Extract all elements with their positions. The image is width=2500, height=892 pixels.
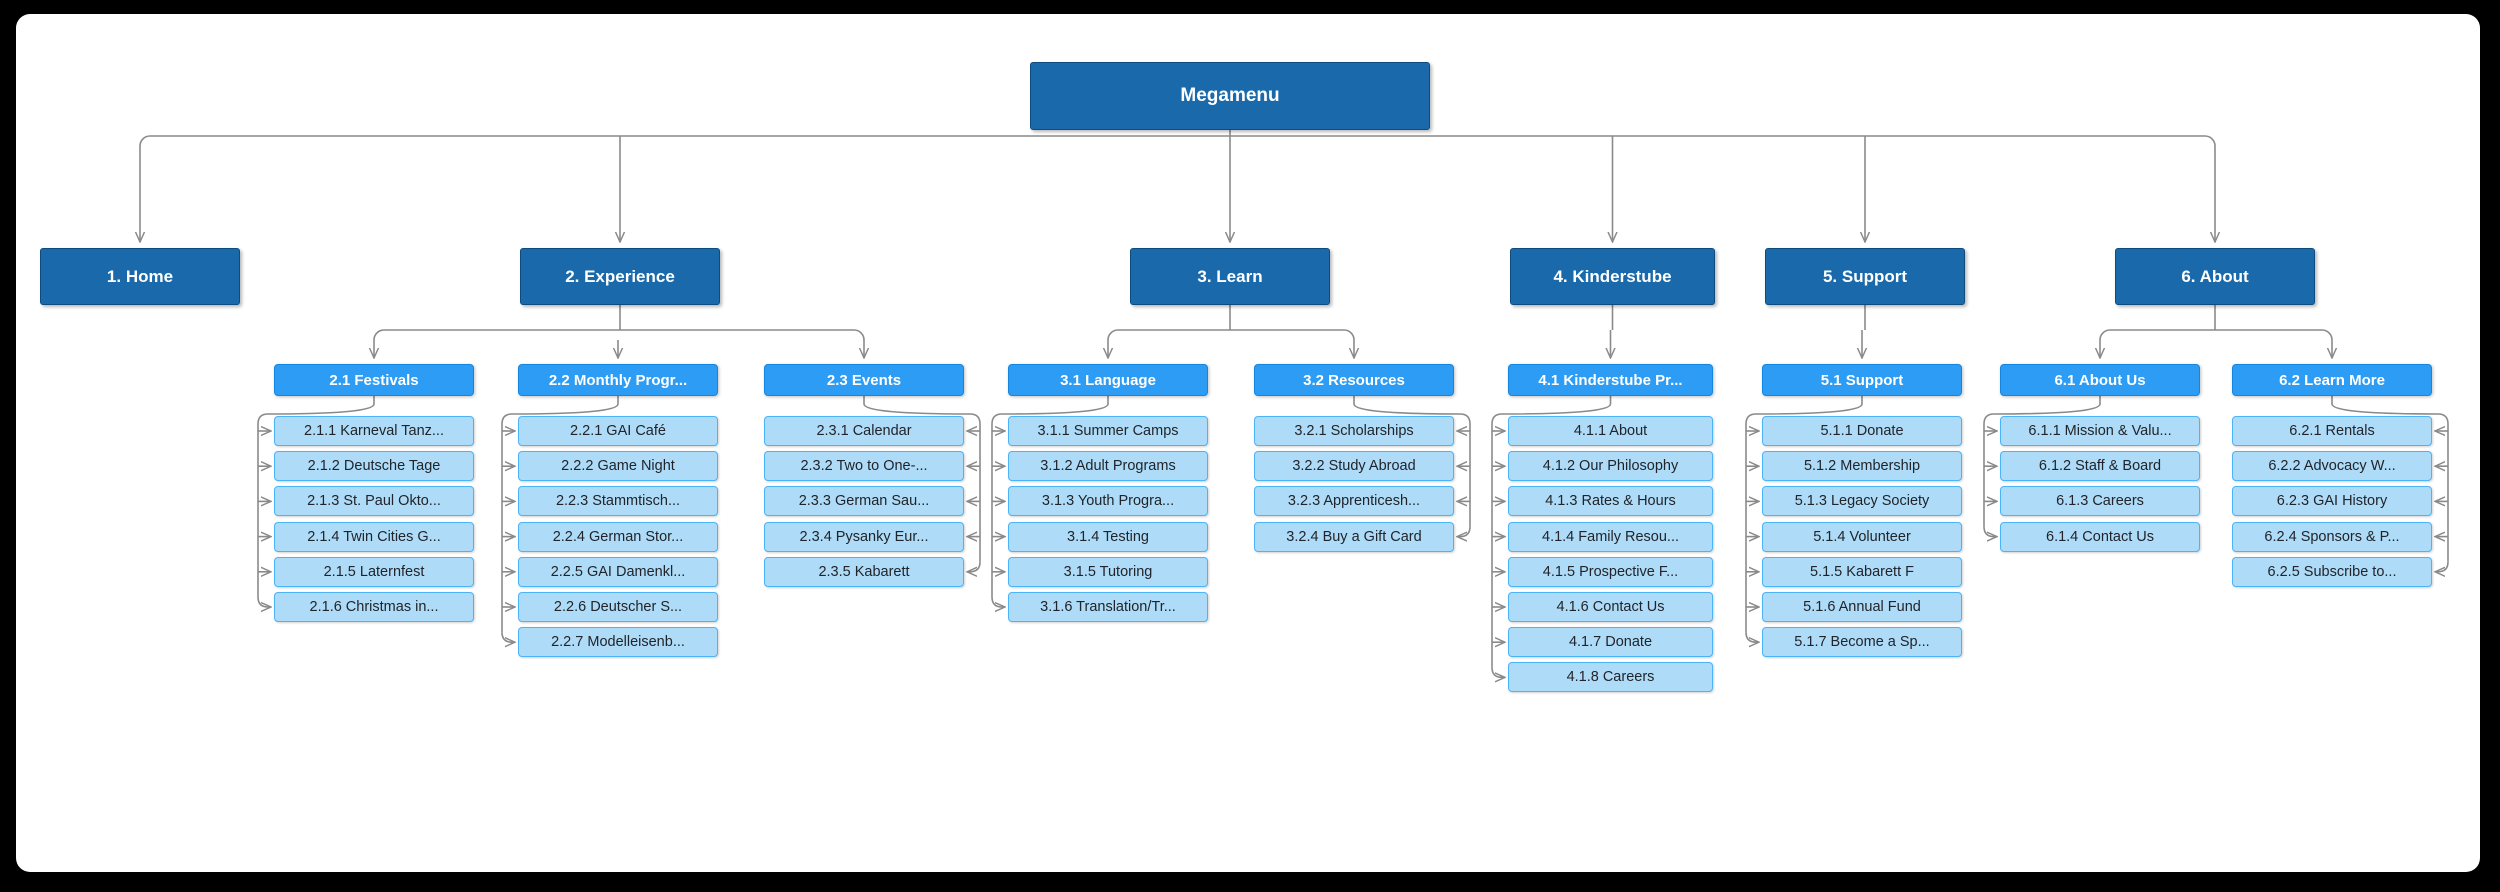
section-node-1[interactable]: 1. Home [40, 248, 240, 305]
section-node-4[interactable]: 4. Kinderstube [1510, 248, 1715, 305]
leaf-node-3-1-2[interactable]: 3.1.2 Adult Programs [1008, 451, 1208, 482]
leaf-node-5-1-1[interactable]: 5.1.1 Donate [1762, 416, 1962, 446]
group-node-5-1[interactable]: 5.1 Support [1762, 364, 1962, 396]
leaf-node-5-1-2[interactable]: 5.1.2 Membership [1762, 451, 1962, 482]
group-node-2-3[interactable]: 2.3 Events [764, 364, 964, 396]
group-node-4-1[interactable]: 4.1 Kinderstube Pr... [1508, 364, 1713, 396]
leaf-node-3-1-4[interactable]: 3.1.4 Testing [1008, 521, 1208, 552]
leaf-node-4-1-8[interactable]: 4.1.8 Careers [1508, 662, 1713, 693]
leaf-node-4-1-3[interactable]: 4.1.3 Rates & Hours [1508, 486, 1713, 517]
leaf-node-3-2-1[interactable]: 3.2.1 Scholarships [1254, 416, 1454, 446]
leaf-node-2-2-2[interactable]: 2.2.2 Game Night [518, 451, 718, 482]
leaf-node-2-1-2[interactable]: 2.1.2 Deutsche Tage [274, 451, 474, 482]
leaf-node-6-1-1[interactable]: 6.1.1 Mission & Valu... [2000, 416, 2200, 446]
leaf-node-5-1-6[interactable]: 5.1.6 Annual Fund [1762, 592, 1962, 622]
diagram-paper: Megamenu 1. Home 2. Experience 3. Learn 4. K… [16, 14, 2480, 872]
group-node-6-2[interactable]: 6.2 Learn More [2232, 364, 2432, 396]
section-node-3[interactable]: 3. Learn [1130, 248, 1330, 305]
leaf-node-5-1-7[interactable]: 5.1.7 Become a Sp... [1762, 627, 1962, 658]
leaf-node-2-2-4[interactable]: 2.2.4 German Stor... [518, 521, 718, 552]
group-node-3-1[interactable]: 3.1 Language [1008, 364, 1208, 396]
leaf-node-2-1-5[interactable]: 2.1.5 Laternfest [274, 556, 474, 587]
leaf-node-3-1-6[interactable]: 3.1.6 Translation/Tr... [1008, 592, 1208, 622]
leaf-node-2-2-6[interactable]: 2.2.6 Deutscher S... [518, 592, 718, 622]
leaf-node-5-1-4[interactable]: 5.1.4 Volunteer [1762, 521, 1962, 552]
group-node-3-2[interactable]: 3.2 Resources [1254, 364, 1454, 396]
leaf-node-2-3-2[interactable]: 2.3.2 Two to One-... [764, 451, 964, 482]
leaf-node-6-1-2[interactable]: 6.1.2 Staff & Board [2000, 451, 2200, 482]
section-node-5[interactable]: 5. Support [1765, 248, 1965, 305]
leaf-node-6-2-2[interactable]: 6.2.2 Advocacy W... [2232, 451, 2432, 482]
leaf-node-3-1-3[interactable]: 3.1.3 Youth Progra... [1008, 486, 1208, 517]
leaf-node-2-1-6[interactable]: 2.1.6 Christmas in... [274, 592, 474, 622]
leaf-node-2-2-1[interactable]: 2.2.1 GAI Café [518, 416, 718, 446]
leaf-node-6-1-3[interactable]: 6.1.3 Careers [2000, 486, 2200, 517]
leaf-node-3-2-4[interactable]: 3.2.4 Buy a Gift Card [1254, 521, 1454, 552]
leaf-node-6-2-3[interactable]: 6.2.3 GAI History [2232, 486, 2432, 517]
leaf-node-4-1-6[interactable]: 4.1.6 Contact Us [1508, 592, 1713, 622]
leaf-node-2-1-1[interactable]: 2.1.1 Karneval Tanz... [274, 416, 474, 446]
leaf-node-4-1-5[interactable]: 4.1.5 Prospective F... [1508, 556, 1713, 587]
leaf-node-4-1-1[interactable]: 4.1.1 About [1508, 416, 1713, 446]
leaf-node-6-2-1[interactable]: 6.2.1 Rentals [2232, 416, 2432, 446]
leaf-node-3-2-2[interactable]: 3.2.2 Study Abroad [1254, 451, 1454, 482]
leaf-node-3-1-1[interactable]: 3.1.1 Summer Camps [1008, 416, 1208, 446]
leaf-node-6-1-4[interactable]: 6.1.4 Contact Us [2000, 521, 2200, 552]
leaf-node-2-3-5[interactable]: 2.3.5 Kabarett [764, 556, 964, 587]
group-node-6-1[interactable]: 6.1 About Us [2000, 364, 2200, 396]
leaf-node-2-2-7[interactable]: 2.2.7 Modelleisenb... [518, 627, 718, 658]
section-node-6[interactable]: 6. About [2115, 248, 2315, 305]
group-node-2-2[interactable]: 2.2 Monthly Progr... [518, 364, 718, 396]
leaf-node-4-1-4[interactable]: 4.1.4 Family Resou... [1508, 521, 1713, 552]
leaf-node-2-2-5[interactable]: 2.2.5 GAI Damenkl... [518, 556, 718, 587]
leaf-node-2-2-3[interactable]: 2.2.3 Stammtisch... [518, 486, 718, 517]
leaf-node-2-3-1[interactable]: 2.3.1 Calendar [764, 416, 964, 446]
section-node-2[interactable]: 2. Experience [520, 248, 720, 305]
leaf-node-2-1-4[interactable]: 2.1.4 Twin Cities G... [274, 521, 474, 552]
group-node-2-1[interactable]: 2.1 Festivals [274, 364, 474, 396]
leaf-node-2-1-3[interactable]: 2.1.3 St. Paul Okto... [274, 486, 474, 517]
leaf-node-3-2-3[interactable]: 3.2.3 Apprenticesh... [1254, 486, 1454, 517]
root-node-megamenu[interactable]: Megamenu [1030, 62, 1430, 130]
leaf-node-2-3-4[interactable]: 2.3.4 Pysanky Eur... [764, 521, 964, 552]
leaf-node-5-1-5[interactable]: 5.1.5 Kabarett F [1762, 556, 1962, 587]
leaf-node-3-1-5[interactable]: 3.1.5 Tutoring [1008, 556, 1208, 587]
leaf-node-6-2-5[interactable]: 6.2.5 Subscribe to... [2232, 556, 2432, 587]
leaf-node-4-1-2[interactable]: 4.1.2 Our Philosophy [1508, 451, 1713, 482]
leaf-node-4-1-7[interactable]: 4.1.7 Donate [1508, 627, 1713, 658]
leaf-node-5-1-3[interactable]: 5.1.3 Legacy Society [1762, 486, 1962, 517]
leaf-node-6-2-4[interactable]: 6.2.4 Sponsors & P... [2232, 521, 2432, 552]
leaf-node-2-3-3[interactable]: 2.3.3 German Sau... [764, 486, 964, 517]
